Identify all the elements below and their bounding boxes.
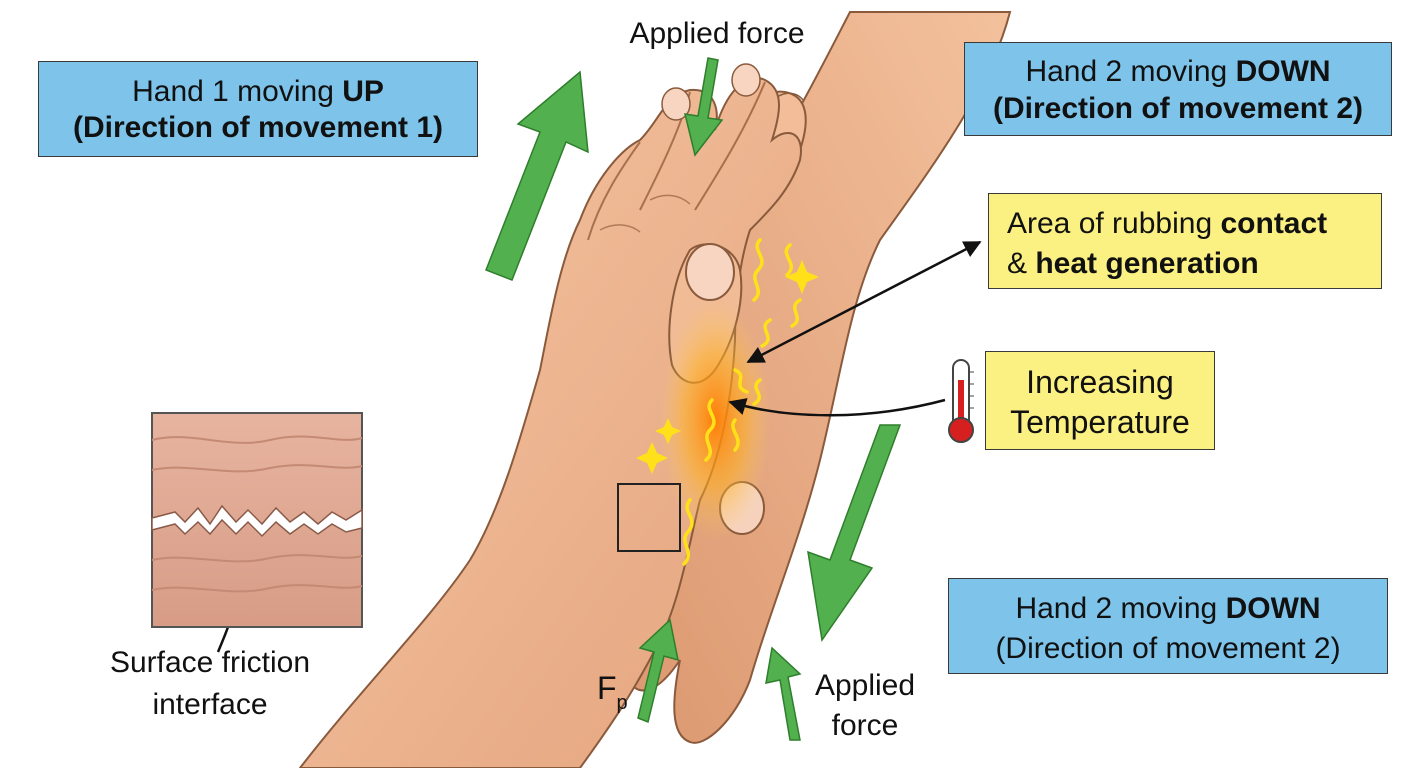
hand1-label-text: Hand 1 moving — [132, 75, 343, 108]
fp-label: Fp — [597, 670, 637, 714]
contact-label: Area of rubbing contact & heat generatio… — [988, 193, 1382, 289]
applied-force-bottom-line1: Applied — [814, 669, 916, 702]
applied-force-bottom-label: Applied force — [800, 666, 930, 746]
applied-force-top-label: Applied force — [629, 17, 805, 50]
hand1-up-arrow — [485, 70, 589, 281]
thermometer-icon — [948, 359, 974, 443]
hand2-bottom-label: Hand 2 moving DOWN (Direction of movemen… — [948, 578, 1388, 674]
applied-force-bottom-line2: force — [831, 709, 899, 742]
contact-label-bold2: heat generation — [1035, 247, 1259, 280]
fp-arrow — [637, 618, 679, 724]
hand2-top-label-sub: (Direction of movement 2) — [992, 92, 1364, 125]
hand1-label-sub: (Direction of movement 1) — [72, 111, 444, 144]
surface-label-line2: interface — [152, 688, 268, 721]
hand2-top-label: Hand 2 moving DOWN (Direction of movemen… — [964, 42, 1392, 136]
hand1-label-bold: UP — [342, 75, 384, 108]
hand2-bottom-label-sub: (Direction of movement 2) — [995, 632, 1341, 665]
surface-label-line1: Surface friction — [109, 646, 311, 679]
contact-label-bold: contact — [1220, 207, 1328, 240]
contact-double-arrow — [746, 240, 982, 364]
applied-force-top-arrow — [684, 57, 724, 157]
green-arrows — [485, 57, 902, 741]
contact-label-text: Area of rubbing — [1007, 207, 1221, 240]
hand2-top-label-text: Hand 2 moving — [1025, 55, 1236, 88]
temperature-arrow — [728, 398, 946, 417]
hand2-bottom-label-text: Hand 2 moving — [1015, 592, 1226, 625]
fp-label-main: F — [597, 670, 617, 706]
temperature-label-line1: Increasing — [1026, 364, 1174, 400]
hand2-bottom-label-bold: DOWN — [1225, 592, 1321, 625]
temperature-label: Increasing Temperature — [985, 351, 1215, 450]
hand2-down-arrow — [807, 424, 902, 642]
surface-label: Surface friction interface — [78, 642, 342, 726]
contact-label-text2: & — [1007, 247, 1036, 280]
surface-inset — [151, 412, 363, 628]
temperature-label-line2: Temperature — [1010, 404, 1190, 440]
fp-label-sub: p — [616, 692, 628, 714]
zoom-square — [617, 483, 681, 552]
hand2-top-label-bold: DOWN — [1235, 55, 1331, 88]
applied-force-bottom-arrow — [765, 646, 802, 741]
hand1-label: Hand 1 moving UP (Direction of movement … — [38, 61, 478, 157]
